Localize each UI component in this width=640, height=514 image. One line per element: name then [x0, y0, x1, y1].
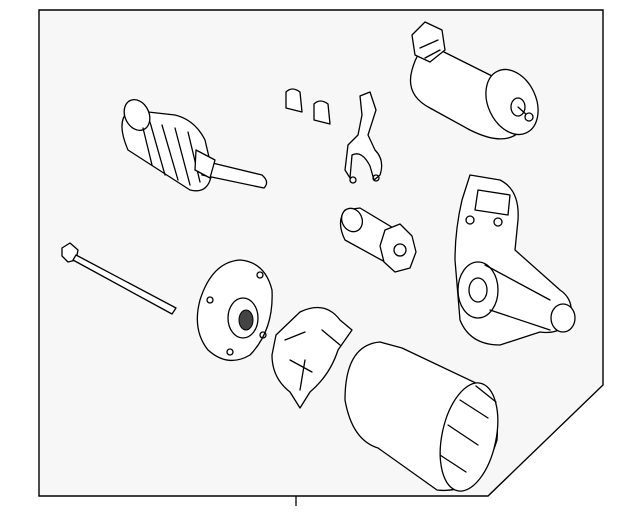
end-plate: [196, 259, 273, 362]
drive-pinion: [339, 207, 417, 273]
field-frame: [344, 341, 499, 492]
brush-cap-1: [285, 88, 303, 113]
brush-holder: [271, 306, 353, 409]
solenoid: [409, 21, 539, 140]
through-bolt: [61, 242, 177, 315]
shift-lever: [344, 91, 383, 184]
front-housing: [454, 174, 576, 346]
armature: [121, 98, 268, 192]
brush-cap-2: [313, 100, 331, 125]
